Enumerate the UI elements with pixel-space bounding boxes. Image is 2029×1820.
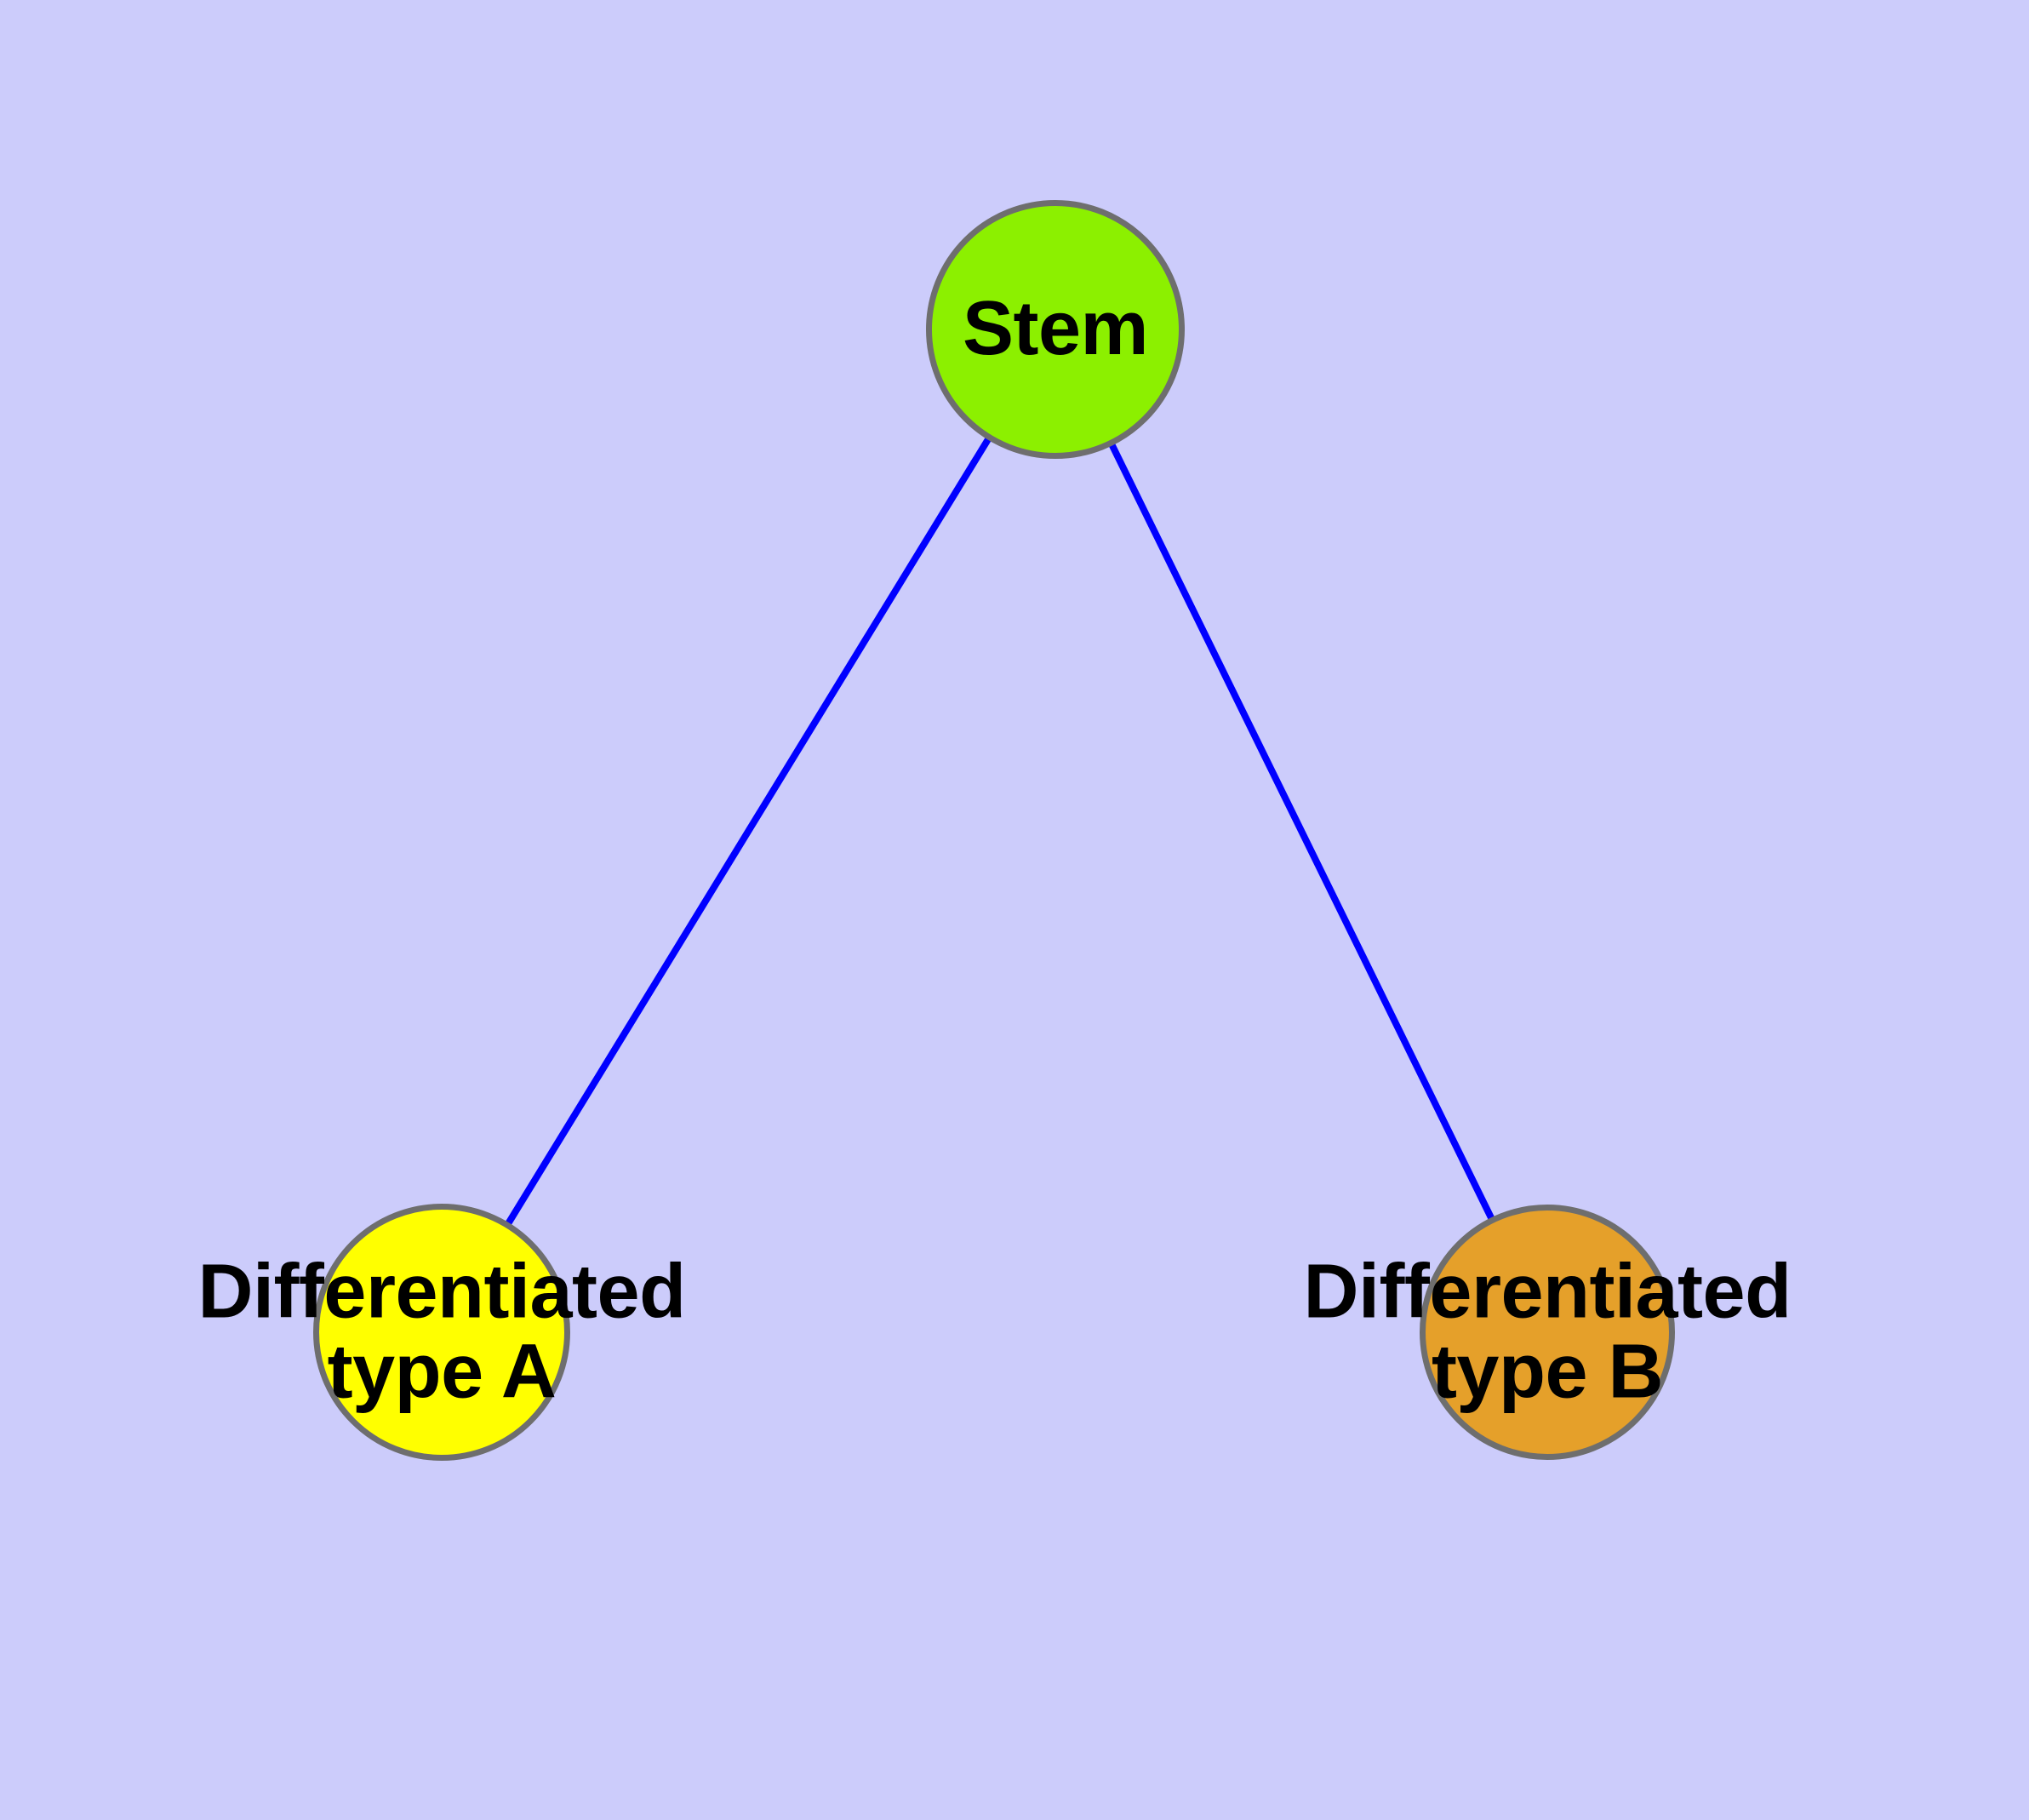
graph-node-diff-a[interactable]	[313, 1204, 570, 1461]
graph-edge-stem-to-diff-a[interactable]	[438, 327, 1059, 1335]
graph-edge-stem-to-diff-b[interactable]	[1052, 328, 1551, 1334]
graph-node-stem[interactable]	[926, 200, 1185, 459]
graph-node-diff-b[interactable]	[1420, 1205, 1675, 1460]
